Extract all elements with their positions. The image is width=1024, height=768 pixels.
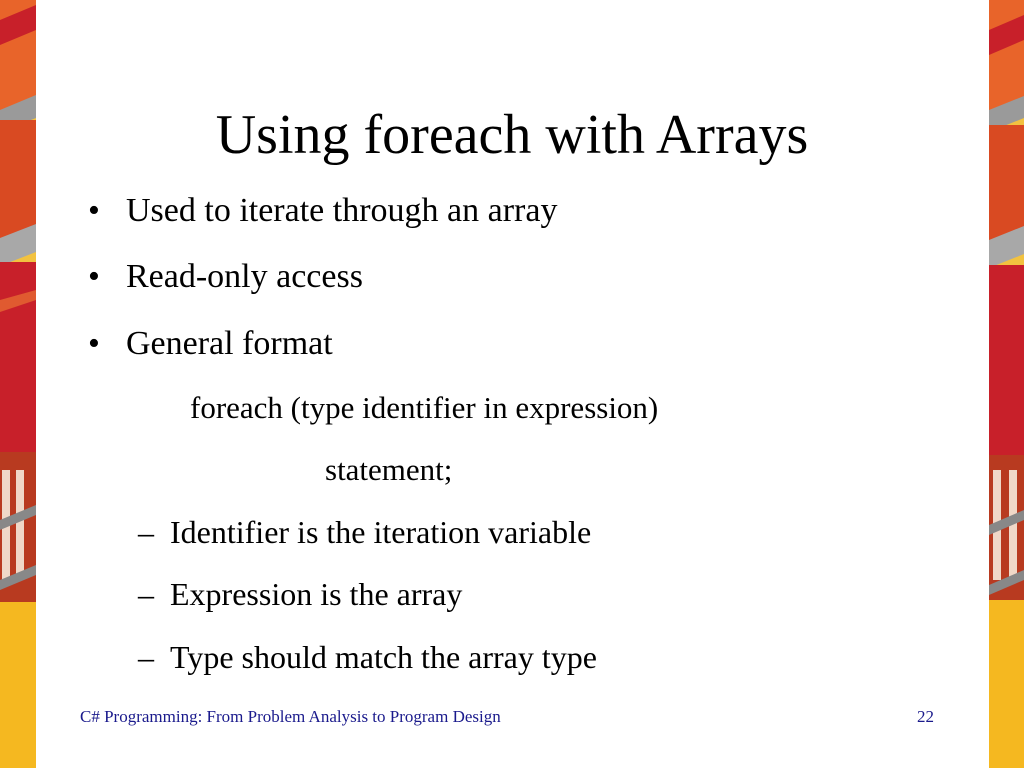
sub-bullet-item: –Identifier is the iteration variable — [138, 513, 591, 551]
bullet-item: • Used to iterate through an array — [88, 191, 557, 231]
slide-title: Using foreach with Arrays — [215, 104, 809, 166]
sub-bullet-marker: – — [138, 514, 154, 550]
bullet-item: • General format — [88, 324, 333, 364]
footer-course-title: C# Programming: From Problem Analysis to… — [80, 707, 501, 726]
bullet-marker: • — [88, 192, 100, 229]
sub-bullet-text: Expression is the array — [170, 576, 463, 612]
sub-bullet-item: –Expression is the array — [138, 575, 462, 613]
footer-page-number: 22 — [917, 707, 934, 726]
sub-bullet-text: Identifier is the iteration variable — [170, 514, 592, 550]
building-photo-right-image — [989, 0, 1024, 768]
bullet-text: Read-only access — [126, 258, 363, 295]
code-line-statement: statement; — [325, 452, 453, 487]
code-line-foreach: foreach (type identifier in expression) — [190, 390, 659, 425]
bullet-marker: • — [88, 258, 100, 295]
sub-bullet-marker: – — [138, 639, 154, 675]
building-photo-left-image — [0, 0, 36, 768]
bullet-marker: • — [88, 325, 100, 362]
building-photo-left-strip — [0, 0, 36, 768]
building-photo-right-strip — [989, 0, 1024, 768]
sub-bullet-marker: – — [138, 576, 154, 612]
bullet-text: Used to iterate through an array — [126, 192, 558, 229]
bullet-text: General format — [126, 325, 333, 362]
bullet-item: • Read-only access — [88, 257, 363, 297]
sub-bullet-text: Type should match the array type — [170, 639, 597, 675]
sub-bullet-item: –Type should match the array type — [138, 638, 597, 676]
